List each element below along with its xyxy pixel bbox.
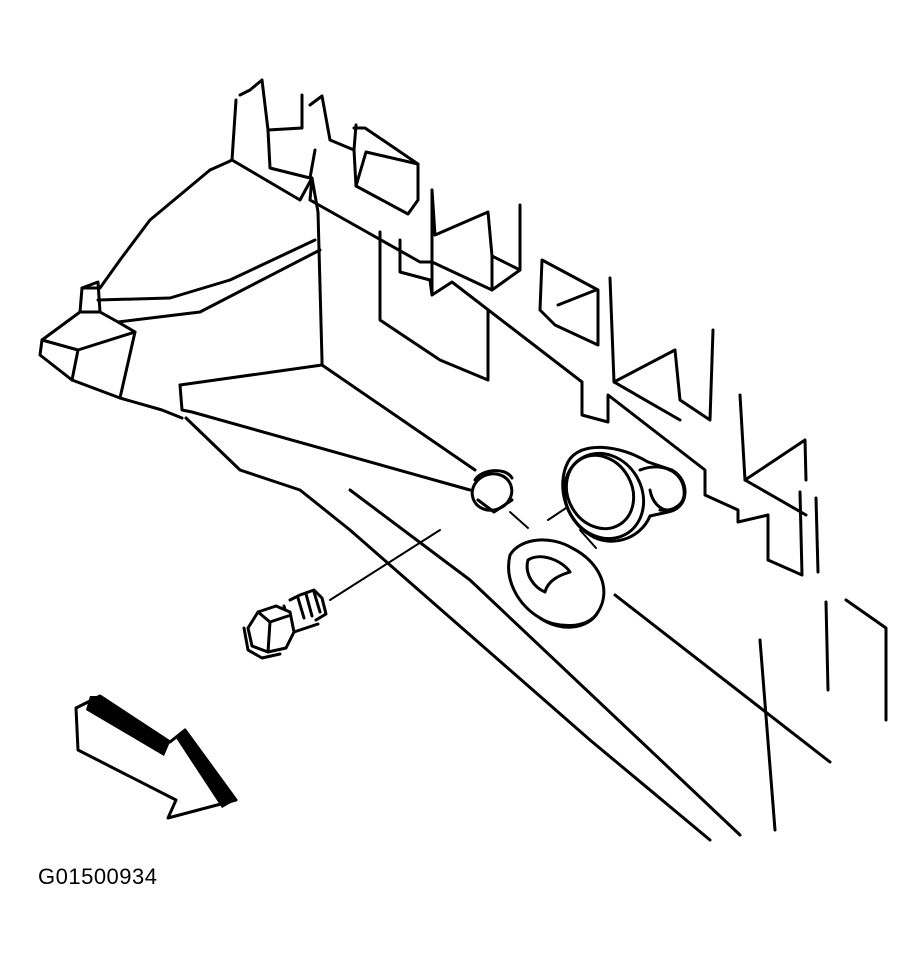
drain-plug bbox=[470, 469, 514, 514]
block-outline bbox=[208, 98, 770, 562]
assembly-guide-lines bbox=[329, 507, 597, 601]
mounting-bracket bbox=[38, 168, 477, 532]
o-ring-seal bbox=[507, 538, 606, 629]
hex-bolt bbox=[242, 588, 328, 660]
figure-id-label: G01500934 bbox=[38, 864, 158, 889]
front-direction-arrow-icon bbox=[74, 694, 238, 820]
engine-block-ribs bbox=[238, 78, 820, 577]
oil-pan-rails bbox=[348, 488, 888, 842]
sleeve-bushing bbox=[561, 445, 687, 543]
